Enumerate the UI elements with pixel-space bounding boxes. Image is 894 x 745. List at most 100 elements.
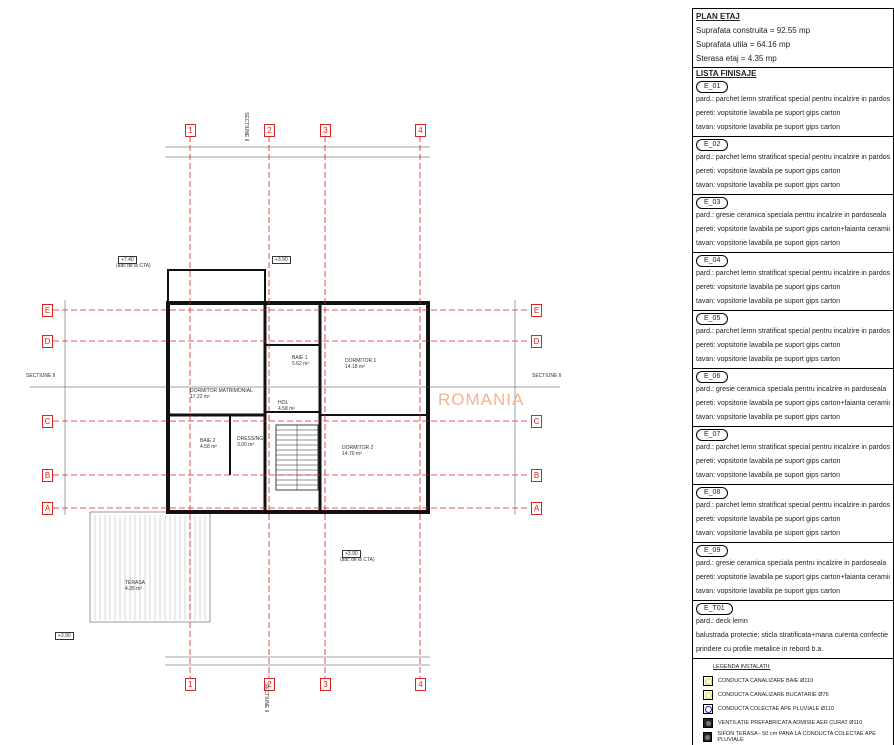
axis-label-B: B: [531, 469, 542, 482]
finish-line: pard.: deck lemn: [696, 618, 748, 625]
stat: Suprafata utila = 64.16 mp: [696, 40, 791, 49]
finish-line: prindere cu profile metalice in rebord b…: [696, 646, 824, 653]
terrace-deck: [89, 511, 211, 623]
grid-axes: [53, 136, 530, 678]
dimension-lines: [30, 146, 560, 666]
axis-label-E: E: [42, 304, 53, 317]
axis-label-B: B: [42, 469, 53, 482]
finish-item: E_06 pard.: gresie ceramica speciala pent…: [693, 369, 893, 427]
finish-item: E_09 pard.: gresie ceramica speciala pent…: [693, 543, 893, 601]
level-tag: +3.90: [342, 550, 361, 558]
section-label-top: SECTIUNE II: [243, 112, 249, 142]
finish-title: LISTA FINISAJE: [696, 69, 757, 78]
legend-panel: PLAN ETAJ Suprafata construita = 92.55 m…: [692, 8, 894, 745]
finish-code: E_01: [696, 81, 729, 93]
axis-label-D: D: [531, 335, 542, 348]
staircase: [276, 425, 318, 490]
axis-label-C: C: [42, 415, 53, 428]
finish-line: pereti: vopsitorie lavabila pe suport gi…: [696, 226, 890, 233]
level-tag: +7.40: [118, 256, 137, 264]
finish-line: pereti: vopsitorie lavabila pe suport gi…: [696, 574, 890, 581]
axis-label-1: 1: [185, 678, 196, 691]
legend-symbol-icon: [703, 676, 713, 686]
watermark: ROMANIA: [438, 390, 525, 409]
finish-code: E_08: [696, 487, 729, 499]
legend-item: SIFON TERASA - 50 cm PANA LA CONDUCTA CO…: [703, 730, 890, 744]
finish-item: E_02 pard.: parchet lemn stratificat spec…: [693, 137, 893, 195]
axis-label-E: E: [531, 304, 542, 317]
finish-line: tavan: vopsitorie lavabila pe suport gip…: [696, 356, 840, 363]
finish-line: pereti: vopsitorie lavabila pe suport gi…: [696, 110, 841, 117]
axis-label-3: 3: [320, 678, 331, 691]
finish-line: balustrada protectie: sticla stratificat…: [696, 632, 890, 639]
axis-label-C: C: [531, 415, 542, 428]
section-label-bottom: SECTIUNE II: [263, 683, 269, 713]
finish-line: pard.: parchet lemn stratificat special …: [696, 502, 890, 509]
finish-line: pard.: gresie ceramica speciala pentru i…: [696, 386, 887, 393]
legend-symbol-icon: [703, 704, 713, 714]
legend-symbol-icon: [703, 690, 713, 700]
finish-line: tavan: vopsitorie lavabila pe suport gip…: [696, 124, 840, 131]
finish-line: tavan: vopsitorie lavabila pe suport gip…: [696, 240, 840, 247]
finish-line: tavan: vopsitorie lavabila pe suport gip…: [696, 472, 840, 479]
finish-code: E_09: [696, 545, 729, 557]
finish-line: pard.: gresie ceramica speciala pentru i…: [696, 560, 887, 567]
section-label-right: SECTIUNE II: [532, 373, 562, 379]
building-walls: [166, 269, 430, 514]
finish-line: pard.: parchet lemn stratificat special …: [696, 444, 890, 451]
axis-label-1: 1: [185, 124, 196, 137]
finish-line: pard.: gresie ceramica speciala pentru i…: [696, 212, 887, 219]
level-tag: +3.90: [272, 256, 291, 264]
axis-label-A: A: [531, 502, 542, 515]
finish-line: pard.: parchet lemn stratificat special …: [696, 96, 890, 103]
axis-label-4: 4: [415, 678, 426, 691]
axis-label-3: 3: [320, 124, 331, 137]
legend-symbol-icon: [703, 732, 713, 742]
axis-label-2: 2: [264, 124, 275, 137]
finish-line: pereti: vopsitorie lavabila pe suport gi…: [696, 458, 841, 465]
legend-title: LEGENDA INSTALATII:: [713, 664, 771, 670]
section-label-left: SECTIUNE II: [26, 373, 56, 379]
finish-line: tavan: vopsitorie lavabila pe suport gip…: [696, 182, 840, 189]
finish-code: E_02: [696, 139, 729, 151]
legend-item: CONDUCTA COLECTAE APE PLUVIALE Ø110: [703, 702, 890, 716]
finish-line: pereti: vopsitorie lavabila pe suport gi…: [696, 284, 841, 291]
axis-label-2: 2: [264, 678, 275, 691]
legend-item: CONDUCTA CANALIZARE BUCATARIE Ø75: [703, 688, 890, 702]
legend-item: CONDUCTA CANALIZARE BAIE Ø110: [703, 674, 890, 688]
finish-line: tavan: vopsitorie lavabila pe suport gip…: [696, 530, 840, 537]
finish-line: pereti: vopsitorie lavabila pe suport gi…: [696, 400, 890, 407]
finish-code: E_06: [696, 371, 729, 383]
level-note: (adc de la CTA): [340, 557, 375, 563]
axis-label-4: 4: [415, 124, 426, 137]
stat: Sterasa etaj = 4.35 mp: [696, 54, 777, 63]
floor-plan-drawing: [30, 136, 560, 678]
finish-line: pereti: vopsitorie lavabila pe suport gi…: [696, 516, 841, 523]
finish-line: pard.: parchet lemn stratificat special …: [696, 270, 890, 277]
axis-label-D: D: [42, 335, 53, 348]
finish-item: E_07 pard.: parchet lemn stratificat spec…: [693, 427, 893, 485]
finish-line: tavan: vopsitorie lavabila pe suport gip…: [696, 588, 840, 595]
finish-line: pard.: parchet lemn stratificat special …: [696, 154, 890, 161]
finish-code: E_07: [696, 429, 729, 441]
level-note: (adc de la CTA): [116, 263, 151, 269]
finish-code: E_04: [696, 255, 729, 267]
finish-item: E_04 pard.: parchet lemn stratificat spec…: [693, 253, 893, 311]
finish-line: tavan: vopsitorie lavabila pe suport gip…: [696, 298, 840, 305]
finish-line: tavan: vopsitorie lavabila pe suport gip…: [696, 414, 840, 421]
finish-line: pard.: parchet lemn stratificat special …: [696, 328, 890, 335]
finish-item: E_01 pard.: parchet lemn stratificat spec…: [693, 79, 893, 137]
level-tag: +3.90: [55, 632, 74, 640]
axis-label-A: A: [42, 502, 53, 515]
